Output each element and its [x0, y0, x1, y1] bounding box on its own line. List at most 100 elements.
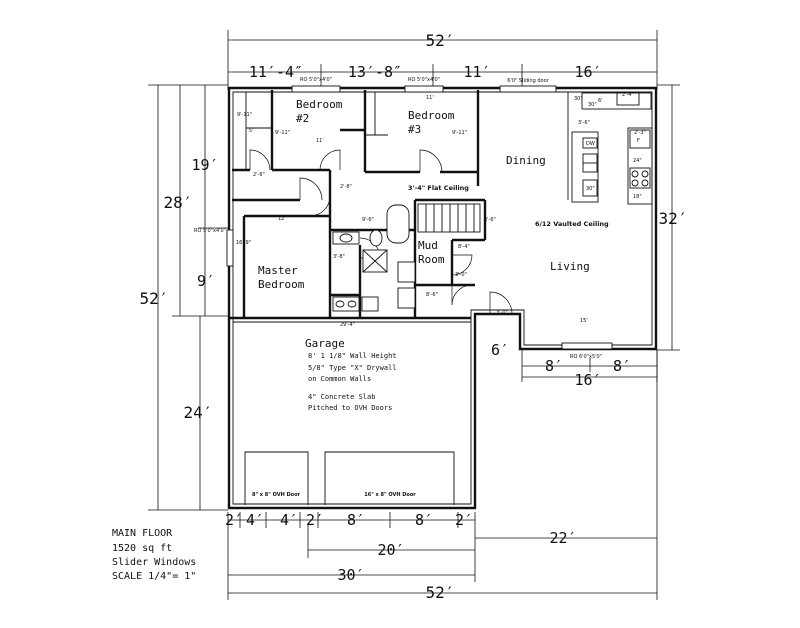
svg-text:8'-4": 8'-4": [458, 244, 470, 250]
dim-porch-total: 16′: [574, 371, 601, 389]
dim-left-9: 9′: [197, 272, 215, 290]
svg-text:18": 18": [633, 194, 642, 200]
dim-porch-depth: 6′: [491, 341, 509, 359]
door-bed3: [419, 149, 443, 173]
room-bedroom3-line2: #3: [408, 123, 421, 136]
title-scale: SCALE 1/4"= 1": [112, 571, 196, 582]
room-bedroom2-line1: Bedroom: [296, 98, 343, 111]
dim-top-seg-2: 13′-8″: [348, 63, 402, 81]
ceiling-flat: 3'-4" Flat Ceiling: [408, 184, 469, 192]
svg-text:2'-3": 2'-3": [634, 130, 646, 136]
svg-text:16'-9": 16'-9": [236, 240, 251, 246]
window-bedroom3: [404, 85, 444, 93]
door-hall: [319, 149, 341, 171]
garage-note-1: 8' 1 1/8" Wall Height: [308, 352, 397, 360]
garage-notes: 8' 1 1/8" Wall Height 5/8" Type "X" Dryw…: [308, 352, 397, 412]
svg-text:3'-8": 3'-8": [333, 254, 345, 260]
dim-bottom-seg-7: 2′: [455, 511, 473, 529]
dim-left-19: 19′: [191, 156, 218, 174]
svg-text:11': 11': [316, 138, 324, 144]
svg-text:2'-4": 2'-4": [622, 92, 634, 98]
exterior-wall-outline: [227, 86, 658, 510]
door-mud-2: [451, 284, 473, 306]
dim-bottom-seg-5: 8′: [347, 511, 365, 529]
garage-note-3: on Common Walls: [308, 375, 371, 383]
window-label-slider: 6'0" Sliding door: [507, 78, 549, 84]
svg-text:6': 6': [598, 98, 603, 104]
dim-bottom-seg-3: 4′: [280, 511, 298, 529]
upper-counter: [581, 92, 652, 110]
garage-note-4: 4" Concrete Slab: [308, 393, 375, 401]
stairs: [417, 203, 481, 233]
room-master-line2: Bedroom: [258, 278, 305, 291]
window-master: [226, 229, 234, 267]
dim-porch-right: 8′: [613, 357, 631, 375]
svg-text:2'-8": 2'-8": [340, 184, 352, 190]
window-sliding-door: [499, 85, 557, 93]
door-bed2: [249, 149, 271, 171]
svg-text:30": 30": [588, 102, 597, 108]
garage-door-right: [324, 451, 455, 505]
svg-text:9'-11": 9'-11": [452, 130, 467, 136]
window-label-living: RO 6'0"x5'0": [570, 354, 602, 360]
dim-bottom-20: 20′: [377, 541, 404, 559]
svg-text:DW: DW: [586, 141, 595, 147]
room-bedroom2-line2: #2: [296, 112, 309, 125]
svg-text:3'-6": 3'-6": [578, 120, 590, 126]
svg-text:12': 12': [278, 216, 286, 222]
garage-door-label-left: 8" x 8" OVH Door: [252, 492, 301, 498]
room-master-line1: Master: [258, 264, 298, 277]
dim-bottom-30: 30′: [337, 566, 364, 584]
garage-note-5: Pitched to OVH Doors: [308, 404, 392, 412]
wall-counter: [627, 127, 653, 205]
svg-text:29'-4": 29'-4": [340, 322, 355, 328]
window-labels: RO 5'0"x4'0" RO 5'0"x4'0" 6'0" Sliding d…: [194, 77, 602, 360]
washer: [397, 261, 416, 283]
vanity-2: [332, 296, 360, 312]
dim-right-height: 32′: [659, 209, 688, 228]
interior-dimension-labels: 9'-11" 9'-11" 9'-11" 5' 11' 11' 16'-9" 1…: [236, 92, 646, 328]
dimension-labels: 52′ 11′-4″ 13′-8″ 11′ 16′ 52′ 28′ 19′ 9′…: [140, 31, 688, 602]
svg-text:9'-11": 9'-11": [237, 112, 252, 118]
bathtub: [386, 204, 410, 244]
room-labels: Bedroom #2 Bedroom #3 Dining Living Mast…: [258, 98, 590, 350]
svg-text:3'-6": 3'-6": [484, 217, 496, 223]
dim-bottom-overall: 52′: [426, 583, 455, 602]
toilet: [369, 229, 383, 247]
svg-text:9'-6": 9'-6": [362, 217, 374, 223]
kitchen: [571, 92, 653, 205]
garage-note-2: 5/8" Type "X" Drywall: [308, 364, 397, 372]
dim-top-overall: 52′: [426, 31, 455, 50]
dim-porch-left: 8′: [545, 357, 563, 375]
window-label-master: RO 5'0"x4'0": [194, 228, 226, 234]
ceiling-vaulted: 6/12 Vaulted Ceiling: [535, 220, 609, 228]
interior-walls: [232, 90, 569, 318]
room-garage: Garage: [305, 337, 345, 350]
dim-bottom-seg-1: 2′: [225, 511, 243, 529]
svg-text:30": 30": [586, 186, 595, 192]
svg-text:8'-6": 8'-6": [426, 292, 438, 298]
bath-fixtures: [332, 204, 416, 312]
dim-top-seg-4: 16′: [574, 63, 601, 81]
dim-bottom-seg-4: 2′: [306, 511, 324, 529]
dim-bottom-seg-2: 4′: [246, 511, 264, 529]
title-sqft: 1520 sq ft: [112, 543, 172, 554]
door-master: [309, 195, 331, 217]
svg-text:30": 30": [574, 96, 583, 102]
dim-left-upper: 28′: [164, 193, 193, 212]
dim-top-seg-1: 11′-4″: [249, 63, 303, 81]
svg-text:3'-0": 3'-0": [455, 272, 467, 278]
svg-text:F: F: [637, 138, 640, 144]
svg-text:3'-0": 3'-0": [496, 310, 508, 316]
svg-text:11': 11': [426, 95, 434, 101]
svg-text:15': 15': [580, 318, 588, 324]
svg-text:9'-11": 9'-11": [275, 130, 290, 136]
svg-text:5': 5': [249, 128, 254, 134]
fridge: [629, 129, 651, 149]
garage-door-left: [244, 451, 309, 505]
title-windows: Slider Windows: [112, 557, 196, 568]
garage-door-label-right: 16" x 8" OVH Door: [364, 492, 416, 498]
room-bedroom3-line1: Bedroom: [408, 109, 455, 122]
garage-doors: [244, 451, 455, 505]
